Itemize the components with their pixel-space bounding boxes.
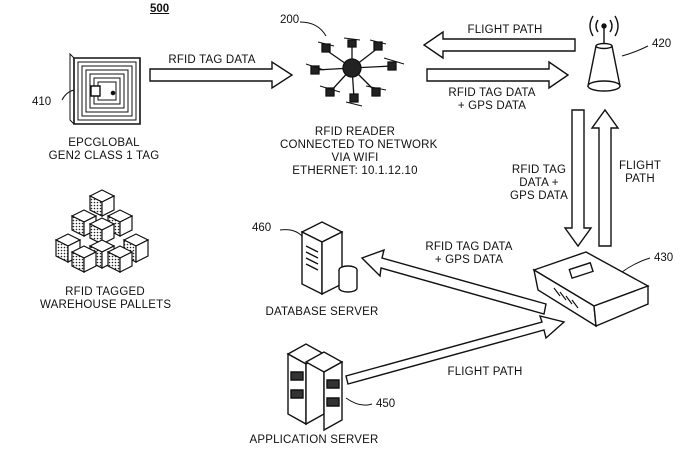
pallet-stack-icon xyxy=(56,190,148,272)
database-server-icon xyxy=(302,222,357,294)
db-caption: DATABASE SERVER xyxy=(262,306,382,319)
arrow-label-router-to-db-2: + GPS DATA xyxy=(414,254,524,267)
reader-caption-line1: RFID READER xyxy=(290,126,420,139)
arrow-label-router-to-antenna-1: FLIGHT xyxy=(614,160,666,173)
arrow-label-app-to-router: FLIGHT PATH xyxy=(430,366,540,379)
figure-number: 500 xyxy=(150,3,169,15)
arrow-label-tag-to-drone: RFID TAG DATA xyxy=(152,54,272,67)
ref-leader-450 xyxy=(346,398,372,405)
drone-icon xyxy=(306,38,404,106)
application-server-icon xyxy=(288,344,342,430)
tag-caption-line1: EPCGLOBAL xyxy=(44,137,164,150)
network-router-icon xyxy=(534,252,648,326)
ref-200: 200 xyxy=(280,14,299,26)
reader-caption-line2: CONNECTED TO NETWORK xyxy=(280,139,430,152)
app-caption: APPLICATION SERVER xyxy=(244,434,384,447)
ref-420: 420 xyxy=(652,38,671,50)
ref-leader-460 xyxy=(280,230,302,236)
pallets-caption-line1: RFID TAGGED xyxy=(40,286,170,299)
reader-caption-line4: ETHERNET: 10.1.12.10 xyxy=(280,165,430,178)
ref-leader-410 xyxy=(62,90,74,100)
arrow-label-antenna-to-router-3: GPS DATA xyxy=(506,190,572,203)
antenna-tower-icon xyxy=(588,16,620,91)
ref-leader-200 xyxy=(300,22,326,36)
arrow-label-drone-to-antenna-1: RFID TAG DATA xyxy=(432,87,552,100)
arrow-label-antenna-to-router-2: DATA + xyxy=(506,177,572,190)
arrow-label-antenna-to-drone: FLIGHT PATH xyxy=(450,24,560,37)
ref-leader-430 xyxy=(622,258,650,272)
arrow-drone-to-antenna xyxy=(427,62,568,88)
rfid-tag-icon xyxy=(70,54,140,124)
arrow-label-drone-to-antenna-2: + GPS DATA xyxy=(432,100,552,113)
pallets-caption-line2: WAREHOUSE PALLETS xyxy=(40,299,170,312)
reader-caption-line3: VIA WIFI xyxy=(290,152,420,165)
ref-leader-420 xyxy=(622,46,648,56)
ref-460: 460 xyxy=(252,222,271,234)
arrow-label-router-to-antenna-2: PATH xyxy=(614,173,666,186)
ref-450: 450 xyxy=(376,398,395,410)
ref-410: 410 xyxy=(32,96,51,108)
tag-caption-line2: GEN2 CLASS 1 TAG xyxy=(44,150,164,163)
arrow-label-router-to-db-1: RFID TAG DATA xyxy=(414,241,524,254)
ref-430: 430 xyxy=(654,252,673,264)
arrow-label-antenna-to-router-1: RFID TAG xyxy=(506,164,572,177)
